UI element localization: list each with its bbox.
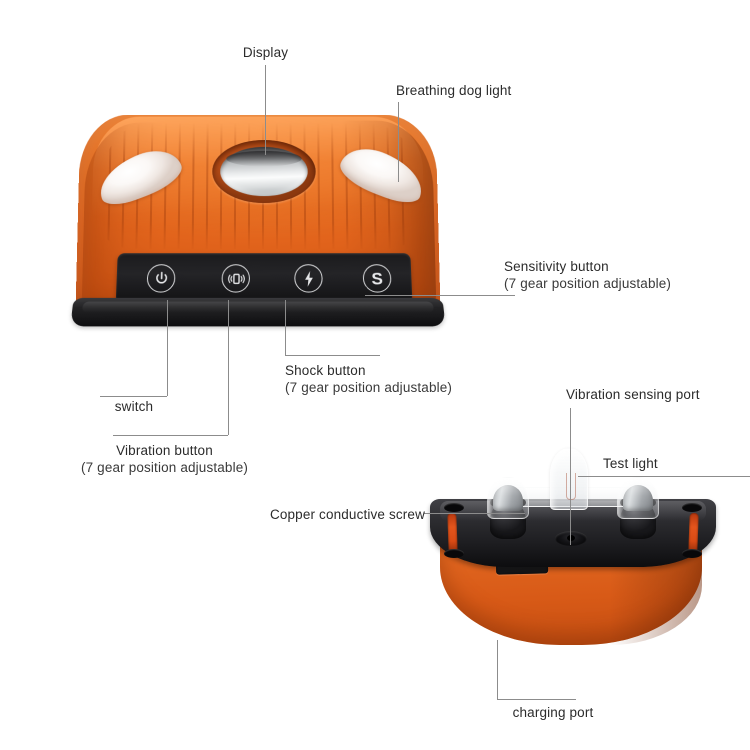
callout-display: Display xyxy=(242,45,289,60)
callout-vibration-button: Vibration button (7 gear position adjust… xyxy=(80,443,249,475)
display-lens-well xyxy=(212,140,316,204)
shell-rib xyxy=(177,122,181,250)
power-icon xyxy=(152,270,170,287)
strap-hole-bottom-right xyxy=(682,549,702,558)
leader-vibration-vertical xyxy=(228,300,229,435)
callout-switch: switch xyxy=(114,399,154,414)
shell-rib xyxy=(191,122,195,250)
copper-conductive-screw-right xyxy=(614,477,662,539)
leader-shock-horizontal xyxy=(285,355,380,356)
letter-s-icon: S xyxy=(371,268,384,288)
strap-hole-bottom-left xyxy=(444,549,464,558)
leader-breathing-light-vertical xyxy=(398,102,399,182)
receiver-top-view: S xyxy=(70,113,446,338)
probe-clear-cover-right xyxy=(617,477,659,519)
probe-clear-cover-left xyxy=(487,477,529,519)
strap-slot-right xyxy=(688,512,699,554)
shell-rib xyxy=(317,122,320,250)
display-lens xyxy=(220,146,308,197)
leader-switch-vertical xyxy=(167,300,168,396)
strap-hole-top-right xyxy=(682,503,702,512)
base-highlight xyxy=(81,301,435,313)
callout-test-light: Test light xyxy=(603,456,658,471)
leader-shock-vertical xyxy=(285,300,286,355)
device-rubber-base xyxy=(70,297,446,327)
leader-charging-port-vertical xyxy=(497,640,498,699)
receiver-contact-plate-view xyxy=(424,443,724,673)
leader-test-light-horizontal xyxy=(578,476,750,477)
power-button[interactable] xyxy=(146,264,176,293)
shock-button[interactable] xyxy=(294,264,323,293)
test-light-bulb xyxy=(550,448,588,510)
strap-hole-top-left xyxy=(444,503,464,512)
leader-vibration-port-vertical xyxy=(570,408,571,545)
vibration-button[interactable] xyxy=(221,264,250,293)
leader-vibration-horizontal xyxy=(113,435,228,436)
leader-switch-horizontal xyxy=(100,396,167,397)
sensitivity-button[interactable]: S xyxy=(362,264,392,293)
shell-rib xyxy=(331,122,334,250)
bolt-icon xyxy=(304,270,313,287)
leader-display-vertical xyxy=(265,65,266,155)
bulb-filament xyxy=(566,473,576,500)
strap-slot-left xyxy=(447,512,458,554)
leader-copper-screw-horizontal xyxy=(424,513,525,514)
shell-rib xyxy=(205,122,209,250)
device-shell: S xyxy=(75,114,441,315)
leader-sensitivity-horizontal xyxy=(365,295,515,296)
callout-copper-conductive-screw: Copper conductive screw xyxy=(269,507,425,522)
button-panel: S xyxy=(115,253,413,304)
callout-breathing-dog-light: Breathing dog light xyxy=(396,83,512,98)
callout-charging-port: charging port xyxy=(512,705,594,720)
callout-shock-button: Shock button (7 gear position adjustable… xyxy=(285,363,453,395)
vibration-sensing-port xyxy=(555,531,587,546)
leader-charging-port-horizontal xyxy=(497,699,576,700)
callout-sensitivity-button: Sensitivity button (7 gear position adju… xyxy=(504,259,672,291)
vibration-icon xyxy=(226,270,245,287)
copper-conductive-screw-left xyxy=(484,477,532,539)
callout-vibration-sensing-port: Vibration sensing port xyxy=(566,387,700,402)
